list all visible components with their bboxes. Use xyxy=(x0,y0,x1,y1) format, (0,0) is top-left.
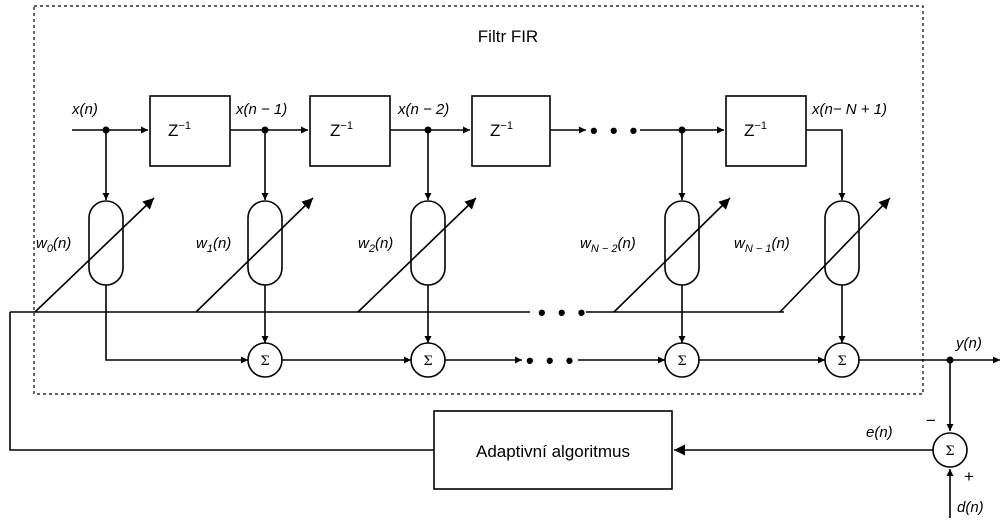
adaptive-algorithm-block: Adaptivní algoritmus xyxy=(433,410,673,490)
signal-e-n: e(n) xyxy=(866,424,893,441)
delay-block-1: Z−1 xyxy=(149,95,231,167)
delay-block-2: Z−1 xyxy=(309,95,391,167)
svg-text:Σ: Σ xyxy=(423,354,432,369)
algorithm-label: Adaptivní algoritmus xyxy=(476,442,630,461)
weight-label-0: w0(n) xyxy=(36,235,71,255)
weight-N2 xyxy=(613,197,731,313)
svg-text:Z−1: Z−1 xyxy=(490,120,513,140)
delay-exponent: −1 xyxy=(178,120,191,132)
weight-label-1: w1(n) xyxy=(196,235,231,255)
signal-d-n: d(n) xyxy=(957,499,984,516)
error-sum-node: Σ xyxy=(932,432,968,468)
sum-node-N2: Σ xyxy=(664,342,700,378)
delay-block-3: Z−1 xyxy=(471,95,551,167)
line-x-nN1 xyxy=(806,129,846,200)
plus-sign: + xyxy=(964,467,974,486)
sum-node-1: Σ xyxy=(247,342,283,378)
delay-label: Z xyxy=(330,121,340,140)
delay-exponent: −1 xyxy=(754,120,767,132)
ellipsis-top: • • • xyxy=(590,118,640,143)
minus-sign: − xyxy=(926,411,936,430)
sum-node-N1: Σ xyxy=(824,342,860,378)
feedback-loop-line xyxy=(9,312,434,451)
svg-text:Z−1: Z−1 xyxy=(330,120,353,140)
filter-title: Filtr FIR xyxy=(478,27,538,46)
svg-text:Z−1: Z−1 xyxy=(168,120,191,140)
signal-x-n1: x(n − 1) xyxy=(235,101,287,118)
signal-x-n: x(n) xyxy=(71,101,98,118)
weight-label-N1: wN − 1(n) xyxy=(734,235,790,255)
delay-label: Z xyxy=(744,121,754,140)
weight-label-2: w2(n) xyxy=(358,235,393,255)
signal-y-n: y(n) xyxy=(955,335,982,352)
svg-text:Σ: Σ xyxy=(677,354,686,369)
svg-text:Σ: Σ xyxy=(837,354,846,369)
delay-exponent: −1 xyxy=(500,120,513,132)
weight-label-N2: wN − 2(n) xyxy=(580,235,636,255)
weight-2 xyxy=(357,197,477,313)
delay-block-last: Z−1 xyxy=(725,95,807,167)
delay-label: Z xyxy=(168,121,178,140)
fir-filter-boundary xyxy=(33,5,924,395)
weight-1 xyxy=(195,197,314,313)
delay-label: Z xyxy=(490,121,500,140)
svg-text:Σ: Σ xyxy=(260,354,269,369)
svg-text:Z−1: Z−1 xyxy=(744,120,767,140)
ellipsis-bus: • • • xyxy=(538,300,588,325)
ellipsis-sum: • • • xyxy=(526,348,576,373)
weight-out-0 xyxy=(105,285,248,364)
signal-x-nN1: x(n− N + 1) xyxy=(811,101,887,118)
weight-0 xyxy=(34,197,155,313)
signal-x-n2: x(n − 2) xyxy=(397,101,449,118)
svg-text:Σ: Σ xyxy=(945,444,954,459)
delay-exponent: −1 xyxy=(340,120,353,132)
weight-N1 xyxy=(779,197,891,313)
sum-node-2: Σ xyxy=(410,342,446,378)
